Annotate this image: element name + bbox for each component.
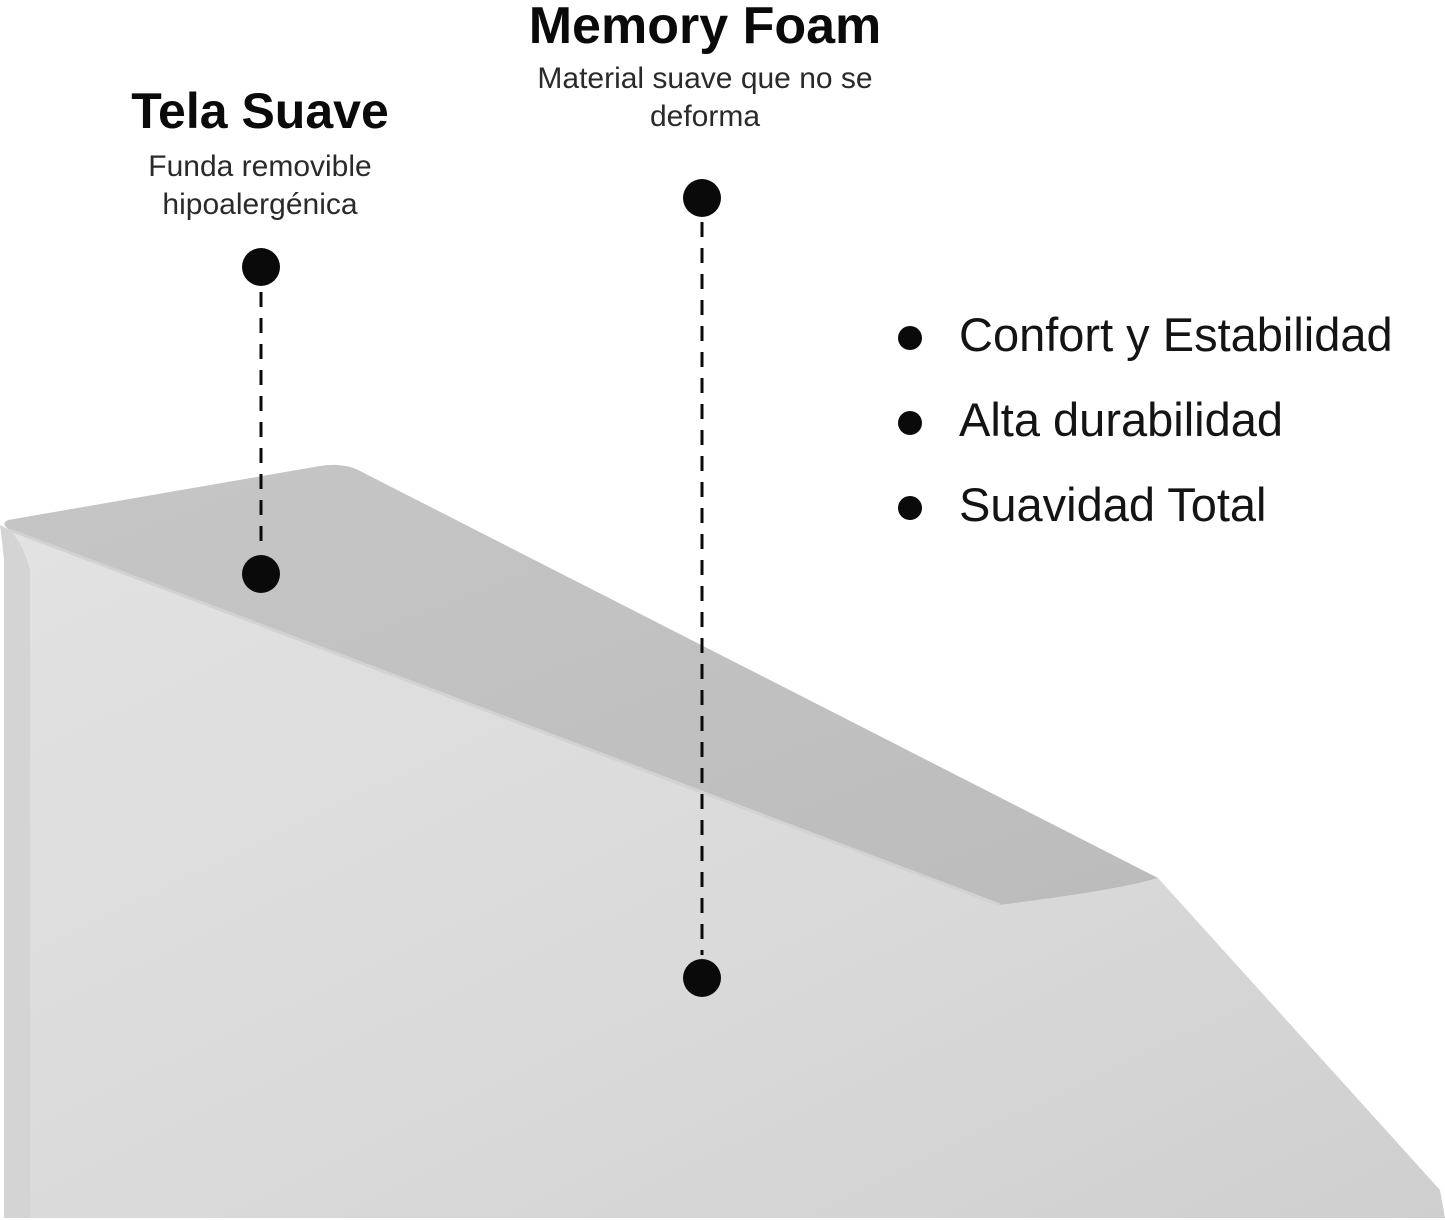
- feature-label: Alta durabilidad: [959, 393, 1283, 446]
- wedge-top-surface: [4, 464, 1158, 905]
- feature-item: Suavidad Total: [898, 462, 1393, 547]
- feature-label: Confort y Estabilidad: [959, 308, 1393, 361]
- marker-dot-fabric-top: [242, 248, 280, 286]
- wedge-side-edge: [0, 525, 30, 1218]
- marker-dot-foam-bottom: [683, 959, 721, 997]
- wedge-front-face: [10, 530, 1445, 1218]
- wedge-edge-seam: [9, 528, 1001, 907]
- marker-dot-fabric-bottom: [242, 555, 280, 593]
- memory-foam-description: Material suave que no se deforma: [537, 62, 873, 134]
- feature-label: Suavidad Total: [959, 478, 1267, 531]
- feature-item: Confort y Estabilidad: [898, 292, 1393, 377]
- memory-foam-title: Memory Foam: [528, 0, 882, 55]
- feature-list: Confort y Estabilidad Alta durabilidad S…: [898, 292, 1393, 547]
- marker-dot-foam-top: [683, 179, 721, 217]
- bullet-icon: [898, 495, 922, 520]
- bullet-icon: [898, 410, 922, 435]
- tela-suave-description: Funda removible hipoalergénica: [148, 150, 372, 222]
- bullet-icon: [898, 325, 922, 350]
- tela-suave-title: Tela Suave: [131, 83, 389, 139]
- feature-item: Alta durabilidad: [898, 377, 1393, 462]
